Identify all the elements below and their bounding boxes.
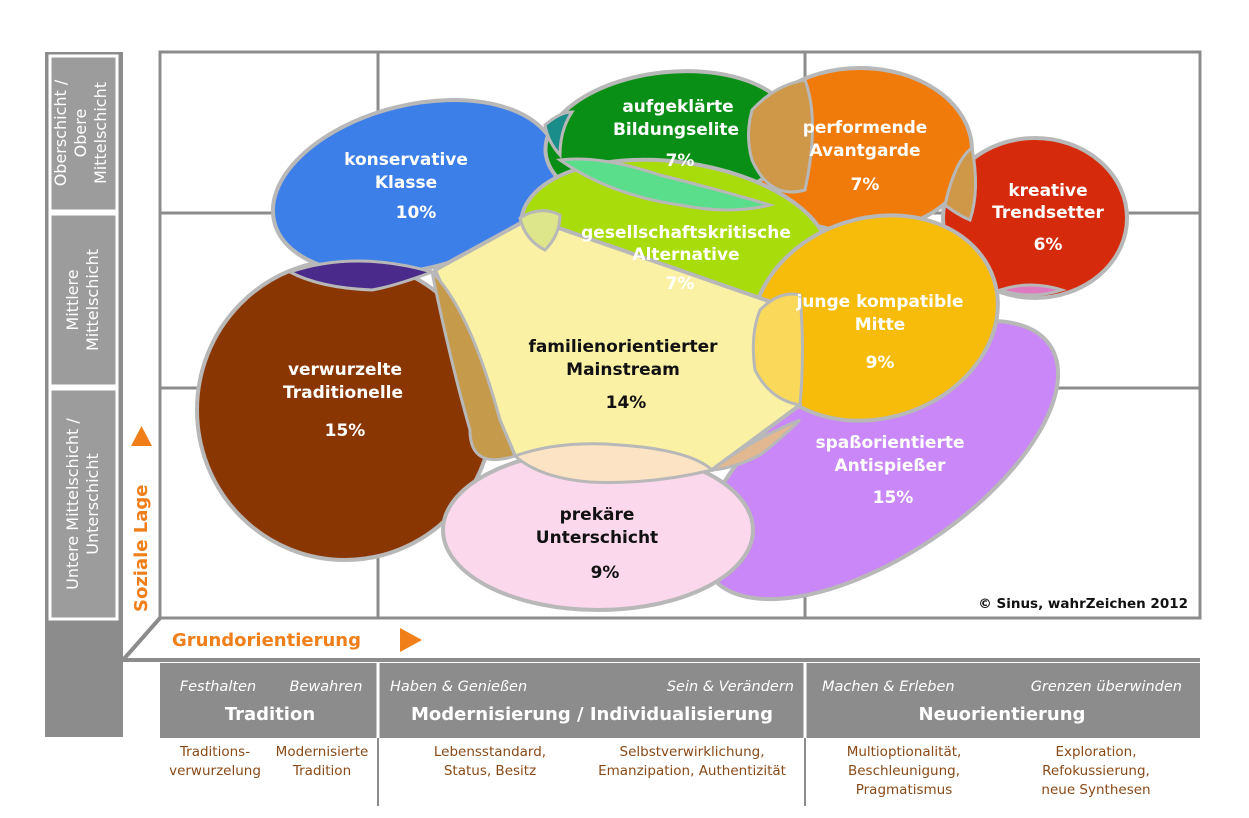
svg-text:verwurzelung: verwurzelung: [169, 763, 261, 779]
svg-text:Soziale Lage: Soziale Lage: [131, 485, 152, 612]
svg-text:Status, Besitz: Status, Besitz: [444, 763, 536, 779]
svg-text:spaßorientierte: spaßorientierte: [815, 433, 964, 453]
label-prekaere-unterschicht: prekäre Unterschicht 9%: [536, 505, 658, 583]
svg-text:prekäre: prekäre: [560, 505, 635, 525]
svg-text:Mainstream: Mainstream: [566, 360, 680, 380]
y-level-lower: Untere Mittelschicht / Unterschicht: [63, 418, 102, 590]
svg-text:Mitte: Mitte: [855, 315, 906, 335]
svg-text:7%: 7%: [666, 274, 695, 294]
svg-text:Klasse: Klasse: [375, 173, 437, 193]
x-description-4: Selbstverwirklichung, Emanzipation, Auth…: [598, 744, 786, 779]
x-axis-title: Grundorientierung: [172, 628, 422, 652]
svg-text:verwurzelte: verwurzelte: [288, 360, 402, 380]
label-kreative-trendsetter: kreative Trendsetter 6%: [992, 181, 1104, 255]
svg-text:konservative: konservative: [344, 150, 468, 170]
svg-text:Oberschicht /: Oberschicht /: [51, 79, 70, 186]
svg-text:Grundorientierung: Grundorientierung: [172, 630, 361, 651]
svg-text:Alternative: Alternative: [632, 245, 739, 265]
label-junge-kompatible-mitte: junge kompatible Mitte 9%: [795, 292, 963, 373]
x-axis-bar: [160, 663, 1200, 806]
svg-text:familienorientierter: familienorientierter: [528, 337, 718, 357]
x-description-6: Exploration, Refokussierung, neue Synthe…: [1041, 744, 1150, 798]
label-konservative-klasse: konservative Klasse 10%: [344, 150, 468, 223]
svg-text:Obere: Obere: [71, 109, 90, 158]
svg-text:performende: performende: [803, 118, 928, 138]
svg-text:Bewahren: Bewahren: [290, 679, 363, 695]
svg-text:Grenzen überwinden: Grenzen überwinden: [1031, 679, 1182, 695]
label-gesellschaftskritische-alternative: gesellschaftskritische Alternative 7%: [581, 223, 791, 294]
svg-text:Multioptionalität,: Multioptionalität,: [847, 744, 962, 760]
svg-text:junge kompatible: junge kompatible: [795, 292, 963, 312]
svg-text:Selbstverwirklichung,: Selbstverwirklichung,: [620, 744, 765, 760]
svg-text:Refokussierung,: Refokussierung,: [1042, 763, 1150, 779]
x-group-tradition: Festhalten Bewahren Tradition: [180, 679, 363, 725]
y-level-middle: Mittlere Mittelschicht: [63, 249, 102, 351]
y-axis-title: Soziale Lage: [131, 426, 152, 612]
svg-text:Unterschicht: Unterschicht: [536, 528, 658, 548]
label-aufgeklaerte-bildungselite: aufgeklärte Bildungselite 7%: [613, 97, 739, 171]
label-spassorientierte-antispiesser: spaßorientierte Antispießer 15%: [815, 433, 964, 508]
svg-text:Avantgarde: Avantgarde: [809, 141, 920, 161]
svg-text:15%: 15%: [325, 421, 366, 441]
up-arrow-icon: [131, 426, 152, 446]
svg-text:Neuorientierung: Neuorientierung: [919, 704, 1086, 725]
svg-text:Modernisierte: Modernisierte: [276, 744, 369, 760]
svg-text:gesellschaftskritische: gesellschaftskritische: [581, 223, 791, 243]
svg-text:Untere Mittelschicht /: Untere Mittelschicht /: [63, 418, 82, 590]
svg-text:Machen & Erleben: Machen & Erleben: [822, 679, 955, 695]
x-description-3: Lebensstandard, Status, Besitz: [434, 744, 546, 779]
svg-text:7%: 7%: [851, 175, 880, 195]
svg-text:Tradition: Tradition: [225, 704, 315, 725]
svg-text:Emanzipation, Authentizität: Emanzipation, Authentizität: [598, 763, 786, 779]
svg-text:Traditions-: Traditions-: [179, 744, 250, 760]
svg-text:Trendsetter: Trendsetter: [992, 203, 1104, 223]
copyright-notice: © Sinus, wahrZeichen 2012: [978, 596, 1188, 612]
svg-text:Lebensstandard,: Lebensstandard,: [434, 744, 546, 760]
svg-text:Pragmatismus: Pragmatismus: [856, 782, 953, 798]
x-group-modernisierung: Haben & Genießen Sein & Verändern Modern…: [390, 679, 794, 725]
svg-text:10%: 10%: [396, 203, 437, 223]
x-description-2: Modernisierte Tradition: [276, 744, 369, 779]
svg-text:Sein & Verändern: Sein & Verändern: [667, 679, 794, 695]
svg-text:Beschleunigung,: Beschleunigung,: [848, 763, 960, 779]
shape-kreative-trendsetter: [941, 136, 1129, 300]
svg-text:9%: 9%: [591, 563, 620, 583]
y-level-upper: Oberschicht / Obere Mittelschicht: [51, 79, 110, 186]
svg-text:Tradition: Tradition: [292, 763, 351, 779]
svg-text:14%: 14%: [606, 393, 647, 413]
svg-text:Mittlere: Mittlere: [63, 269, 82, 330]
svg-text:Mittelschicht: Mittelschicht: [91, 82, 110, 184]
y-axis-bar: [45, 52, 123, 737]
svg-text:Traditionelle: Traditionelle: [283, 383, 403, 403]
svg-text:7%: 7%: [666, 151, 695, 171]
svg-text:Mittelschicht: Mittelschicht: [83, 249, 102, 351]
svg-text:Festhalten: Festhalten: [180, 679, 256, 695]
svg-text:15%: 15%: [873, 488, 914, 508]
x-description-1: Traditions- verwurzelung: [169, 744, 261, 779]
svg-text:Haben & Genießen: Haben & Genießen: [390, 679, 527, 695]
x-group-neuorientierung: Machen & Erleben Grenzen überwinden Neuo…: [822, 679, 1182, 725]
svg-text:Unterschicht: Unterschicht: [83, 453, 102, 554]
label-performende-avantgarde: performende Avantgarde 7%: [803, 118, 928, 195]
right-arrow-icon: [400, 628, 422, 652]
svg-text:aufgeklärte: aufgeklärte: [622, 97, 733, 117]
svg-text:Modernisierung / Individualisi: Modernisierung / Individualisierung: [411, 704, 773, 725]
svg-text:Antispießer: Antispießer: [835, 456, 947, 476]
label-verwurzelte-traditionelle: verwurzelte Traditionelle 15%: [283, 360, 403, 441]
overlap-tints: [286, 78, 1068, 484]
label-familienorientierter-mainstream: familienorientierter Mainstream 14%: [528, 337, 718, 413]
svg-text:kreative: kreative: [1008, 181, 1087, 201]
svg-text:neue Synthesen: neue Synthesen: [1041, 782, 1150, 798]
svg-text:Exploration,: Exploration,: [1055, 744, 1136, 760]
svg-text:6%: 6%: [1034, 235, 1063, 255]
svg-text:Bildungselite: Bildungselite: [613, 120, 739, 140]
svg-text:9%: 9%: [866, 353, 895, 373]
x-description-5: Multioptionalität, Beschleunigung, Pragm…: [847, 744, 962, 798]
